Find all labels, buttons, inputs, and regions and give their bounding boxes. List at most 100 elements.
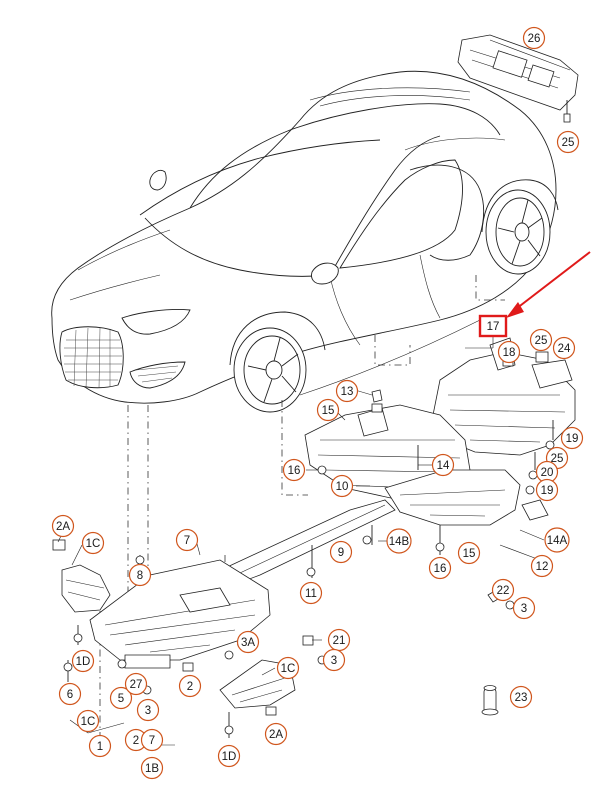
- callout-label: 25: [535, 335, 548, 347]
- callout-c2A_top: 2A: [51, 514, 75, 538]
- callout-c12: 12: [530, 554, 554, 578]
- callout-c1C_mid: 1C: [276, 656, 300, 680]
- callout-label: 23: [515, 692, 528, 704]
- callout-circle: [236, 630, 260, 654]
- callout-label: 7: [184, 535, 190, 547]
- callout-circle: [529, 328, 553, 352]
- callout-c1D_b: 1D: [217, 744, 241, 768]
- callout-label: 20: [541, 467, 554, 479]
- callout-label: 24: [558, 343, 571, 355]
- callout-circle: [109, 686, 133, 710]
- callout-circle: [457, 541, 481, 565]
- callout-label: 2: [187, 681, 193, 693]
- callout-circle: [58, 682, 82, 706]
- callout-c1B: 1B: [140, 756, 164, 780]
- callout-c7: 7: [175, 528, 199, 552]
- callout-circle: [530, 554, 554, 578]
- callout-circle: [217, 744, 241, 768]
- callout-c18: 18: [497, 340, 521, 364]
- callout-circle: [316, 398, 340, 422]
- callout-c2A_bot: 2A: [264, 722, 288, 746]
- callout-label: 18: [503, 347, 516, 359]
- callout-circle: [124, 672, 148, 696]
- callout-c16a: 16: [282, 458, 306, 482]
- callout-circle: [560, 426, 584, 450]
- callout-circle: [128, 563, 152, 587]
- callout-label: 3: [331, 655, 337, 667]
- callout-c27: 27: [124, 672, 148, 696]
- callout-circle: [497, 340, 521, 364]
- callout-circle: [81, 531, 105, 555]
- highlight-arrow: [506, 251, 591, 318]
- callout-label: 22: [497, 585, 510, 597]
- callout-label: 15: [322, 405, 335, 417]
- callout-circle: [88, 734, 112, 758]
- callout-c25a: 25: [556, 130, 580, 154]
- callout-label: 1: [97, 741, 103, 753]
- callout-label: 3: [521, 603, 527, 615]
- callout-label: 15: [463, 548, 476, 560]
- callout-circle: [428, 556, 452, 580]
- callout-circle: [544, 527, 570, 553]
- callout-c15b: 15: [457, 541, 481, 565]
- callout-label: 17: [487, 321, 500, 333]
- callout-label: 9: [338, 547, 344, 559]
- callout-label: 2: [133, 735, 139, 747]
- callout-circle: [335, 379, 359, 403]
- part-front-underbody-panel: [89, 555, 271, 669]
- callout-c22: 22: [491, 578, 515, 602]
- callout-circle: [431, 453, 455, 477]
- callout-circle: [282, 458, 306, 482]
- callout-c1D_a: 1D: [71, 649, 95, 673]
- callout-label: 3A: [241, 637, 255, 649]
- callout-label: 27: [130, 679, 143, 691]
- callout-c13: 13: [335, 379, 359, 403]
- callout-circle: [522, 26, 546, 50]
- callout-circle: [136, 698, 160, 722]
- callout-c10: 10: [330, 474, 354, 498]
- callout-label: 2A: [56, 521, 70, 533]
- highlight-box: [478, 314, 508, 338]
- callout-circle: [512, 596, 536, 620]
- callout-c15a: 15: [316, 398, 340, 422]
- callout-circle: [264, 722, 288, 746]
- callout-circle: [330, 474, 354, 498]
- callout-circle: [178, 674, 202, 698]
- callout-label: 2A: [269, 729, 283, 741]
- callout-label: 16: [434, 563, 447, 575]
- callout-circle: [140, 756, 164, 780]
- callout-label: 19: [541, 485, 554, 497]
- callout-label: 1B: [145, 763, 159, 775]
- callout-label: 3: [145, 705, 151, 717]
- callout-c3c: 3: [136, 698, 160, 722]
- callout-c27b: 2: [124, 728, 148, 752]
- callout-circle: [386, 528, 412, 554]
- callout-circle: [140, 728, 164, 752]
- callout-c8: 8: [128, 563, 152, 587]
- callout-label: 25: [551, 453, 564, 465]
- callout-circle: [71, 649, 95, 673]
- callout-label: 14: [437, 460, 450, 472]
- callout-circle: [76, 709, 100, 733]
- callout-label: 19: [566, 433, 579, 445]
- callout-c21: 21: [327, 628, 351, 652]
- callout-circle: [491, 578, 515, 602]
- callout-c1C_bot: 1C: [76, 709, 100, 733]
- car-illustration: [51, 70, 559, 413]
- callout-label: 1C: [81, 716, 96, 728]
- callout-circle: [552, 336, 576, 360]
- part-26-rear-cover: [457, 34, 579, 123]
- callout-c6: 6: [58, 682, 82, 706]
- callout-label: 12: [536, 561, 549, 573]
- callout-circle: [276, 656, 300, 680]
- callout-c17: 17: [478, 314, 508, 338]
- callout-c2: 2: [178, 674, 202, 698]
- callout-label: 8: [137, 570, 143, 582]
- callout-c3A: 3A: [236, 630, 260, 654]
- callout-c9: 9: [329, 540, 353, 564]
- callout-c19a: 19: [560, 426, 584, 450]
- callout-circle: [509, 685, 533, 709]
- callout-c26: 26: [522, 26, 546, 50]
- callout-label: 14A: [547, 535, 568, 547]
